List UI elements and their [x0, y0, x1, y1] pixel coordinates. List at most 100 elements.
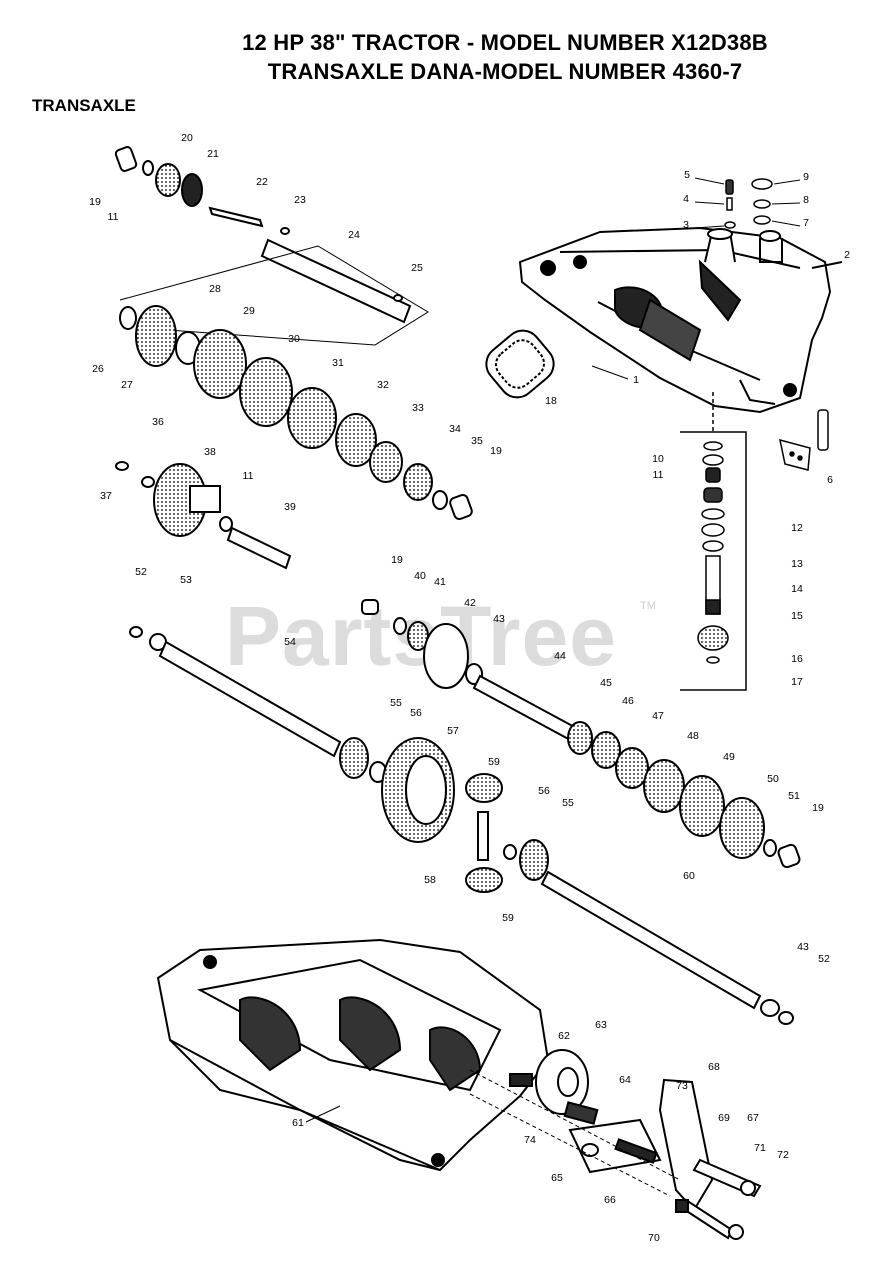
- part-callout-70: 70: [648, 1232, 660, 1244]
- gear-38-shaft-39: [115, 461, 292, 570]
- upper-case-housing: [518, 226, 832, 414]
- part-callout-52: 52: [818, 953, 830, 965]
- part-callout-10: 10: [652, 453, 664, 465]
- part-callout-67: 67: [747, 1112, 759, 1124]
- part-callout-1: 1: [633, 374, 639, 386]
- part-callout-62: 62: [558, 1030, 570, 1042]
- part-callout-21: 21: [207, 148, 219, 160]
- part-callout-48: 48: [687, 730, 699, 742]
- diagram-title-line1: 12 HP 38" TRACTOR - MODEL NUMBER X12D38B: [242, 30, 768, 55]
- diagram-title-line2: TRANSAXLE DANA-MODEL NUMBER 4360-7: [267, 59, 743, 84]
- bolt-2: [811, 261, 843, 269]
- part-callout-71: 71: [754, 1142, 766, 1154]
- part-callout-11: 11: [108, 211, 119, 223]
- part-callout-57: 57: [447, 725, 459, 737]
- section-heading: TRANSAXLE: [32, 96, 136, 115]
- part-callout-9: 9: [803, 171, 809, 183]
- chain-18: [485, 329, 555, 399]
- part-callout-18: 18: [545, 395, 557, 407]
- left-axle-assembly: [129, 626, 794, 1025]
- part-callout-25: 25: [411, 262, 423, 274]
- part-callout-32: 32: [377, 379, 389, 391]
- part-callout-51: 51: [788, 790, 800, 802]
- part-callout-59: 59: [502, 912, 514, 924]
- watermark-trademark: TM: [640, 600, 656, 612]
- part-callout-4: 4: [683, 193, 689, 205]
- part-callout-73: 73: [676, 1080, 688, 1092]
- callout-labels: 1234567891011121314151617181911202122232…: [89, 132, 850, 1244]
- part-callout-38: 38: [204, 446, 216, 458]
- part-callout-39: 39: [284, 501, 296, 513]
- lower-case-housing: [156, 938, 550, 1172]
- part-callout-29: 29: [243, 305, 255, 317]
- part-callout-19: 19: [812, 802, 824, 814]
- part-callout-14: 14: [791, 583, 803, 595]
- part-callout-11: 11: [243, 470, 254, 482]
- part-callout-52: 52: [135, 566, 147, 578]
- part-callout-26: 26: [92, 363, 104, 375]
- part-callout-33: 33: [412, 402, 424, 414]
- part-callout-20: 20: [181, 132, 193, 144]
- part-callout-43: 43: [493, 613, 505, 625]
- upper-shaft-assembly: [114, 146, 412, 324]
- part-callout-49: 49: [723, 751, 735, 763]
- part-callout-31: 31: [332, 357, 344, 369]
- gear-stack-upper: [119, 305, 473, 521]
- part-callout-34: 34: [449, 423, 461, 435]
- part-callout-53: 53: [180, 574, 192, 586]
- part-callout-15: 15: [791, 610, 803, 622]
- part-callout-63: 63: [595, 1019, 607, 1031]
- part-callout-3: 3: [683, 219, 689, 231]
- brake-assembly: [509, 1049, 762, 1240]
- part-callout-24: 24: [348, 229, 360, 241]
- part-callout-68: 68: [708, 1061, 720, 1073]
- part-callout-5: 5: [684, 169, 690, 181]
- part-callout-64: 64: [619, 1074, 631, 1086]
- part-callout-13: 13: [791, 558, 803, 570]
- part-callout-2: 2: [844, 249, 850, 261]
- part-callout-19: 19: [391, 554, 403, 566]
- part-callout-17: 17: [791, 676, 803, 688]
- part-callout-27: 27: [121, 379, 133, 391]
- part-callout-56: 56: [538, 785, 550, 797]
- part-callout-65: 65: [551, 1172, 563, 1184]
- part-callout-44: 44: [554, 650, 566, 662]
- part-callout-59: 59: [488, 756, 500, 768]
- part-callout-55: 55: [562, 797, 574, 809]
- part-callout-55: 55: [390, 697, 402, 709]
- part-callout-47: 47: [652, 710, 664, 722]
- part-callout-6: 6: [827, 474, 833, 486]
- part-callout-41: 41: [434, 576, 446, 588]
- part-callout-11: 11: [653, 469, 664, 481]
- part-callout-12: 12: [791, 522, 803, 534]
- part-callout-7: 7: [803, 217, 809, 229]
- part-callout-45: 45: [600, 677, 612, 689]
- part-callout-19: 19: [490, 445, 502, 457]
- part-callout-46: 46: [622, 695, 634, 707]
- part-callout-37: 37: [100, 490, 112, 502]
- part-callout-36: 36: [152, 416, 164, 428]
- part-callout-23: 23: [294, 194, 306, 206]
- part-callout-54: 54: [284, 636, 296, 648]
- part-callout-58: 58: [424, 874, 436, 886]
- part-callout-30: 30: [288, 333, 300, 345]
- part-callout-56: 56: [410, 707, 422, 719]
- part-callout-22: 22: [256, 176, 268, 188]
- part-callout-16: 16: [791, 653, 803, 665]
- part-callout-74: 74: [524, 1134, 536, 1146]
- part-callout-40: 40: [414, 570, 426, 582]
- part-callout-61: 61: [292, 1117, 304, 1129]
- part-callout-42: 42: [464, 597, 476, 609]
- shift-assembly: [680, 392, 747, 691]
- part-callout-35: 35: [471, 435, 483, 447]
- middle-shaft-assembly: [361, 599, 801, 869]
- part-callout-69: 69: [718, 1112, 730, 1124]
- part-callout-19: 19: [89, 196, 101, 208]
- bracket-6: [779, 409, 829, 471]
- part-callout-50: 50: [767, 773, 779, 785]
- part-callout-28: 28: [209, 283, 221, 295]
- upper-small-parts: [724, 178, 773, 229]
- part-callout-72: 72: [777, 1149, 789, 1161]
- part-callout-60: 60: [683, 870, 695, 882]
